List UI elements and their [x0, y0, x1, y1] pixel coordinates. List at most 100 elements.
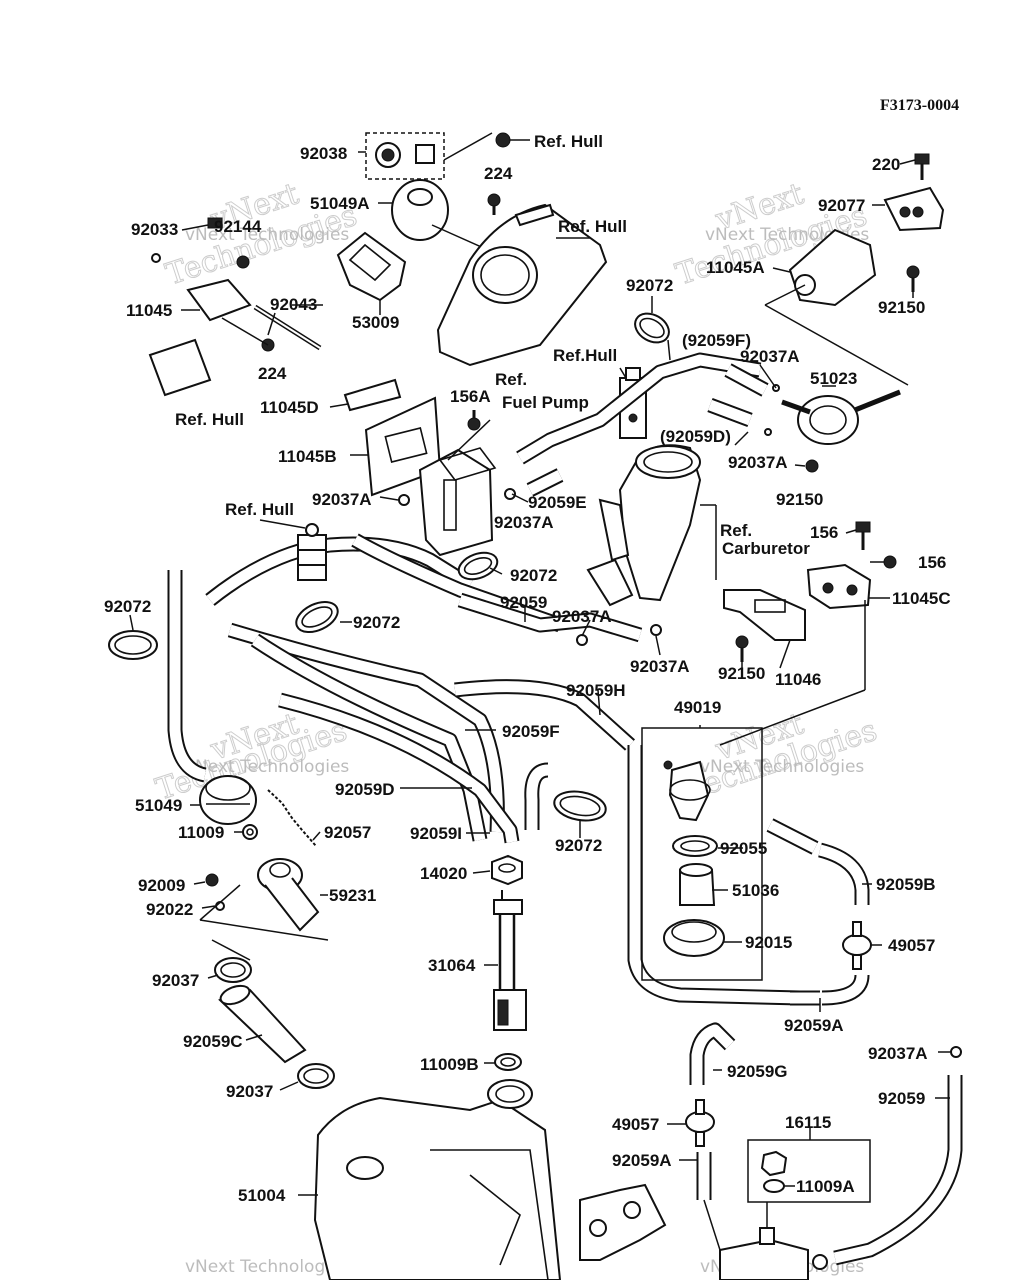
callout-ref-hull: Ref.Hull [553, 346, 617, 365]
callout-92059G: 92059G [727, 1062, 788, 1081]
callout-92072: 92072 [626, 276, 673, 295]
watermark-small: vNext Technologies [185, 1257, 349, 1277]
callout-ref-hull: Ref. Hull [534, 132, 603, 151]
filler-cap-51049 [199, 775, 317, 847]
gasket-11009B [494, 1053, 522, 1071]
callout-92072: 92072 [555, 836, 602, 855]
callout-ref-hull: Ref. Hull [175, 410, 244, 429]
callout-59231: 59231 [329, 886, 376, 905]
callout-92037A: 92037A [728, 453, 788, 472]
callout-92144: 92144 [214, 217, 262, 236]
callout-49019: 49019 [674, 698, 721, 717]
callout-92037A: 92037A [868, 1044, 928, 1063]
hose-bundle [167, 352, 963, 1266]
bracket-53009 [336, 231, 407, 315]
callout-92059B: 92059B [876, 875, 936, 894]
callout-11046: 11046 [775, 670, 821, 689]
bolt-224-top [487, 193, 501, 215]
callout-220: 220 [872, 155, 900, 174]
callout-92059D-paren: (92059D) [660, 427, 731, 446]
callout-92077: 92077 [818, 196, 865, 215]
callout-92037A: 92037A [740, 347, 800, 366]
callout-ref-carburetor: Carburetor [722, 539, 810, 558]
watermark-small: vNext Technologies [700, 757, 864, 777]
callout-92059F-paren: (92059F) [682, 331, 751, 350]
callout-labels: 92038 Ref. Hull 224 51049A Ref. Hull 920… [104, 132, 951, 1205]
callout-11045C: 11045C [892, 589, 951, 608]
bracket-11045C-group [719, 521, 897, 746]
callout-11045D: 11045D [260, 398, 319, 417]
callout-ref-carburetor: Ref. [720, 521, 752, 540]
callout-92059: 92059 [878, 1089, 925, 1108]
callout-92072: 92072 [104, 597, 151, 616]
hull-clamp [297, 523, 327, 581]
fuel-pump-group [343, 378, 497, 557]
callout-92037A: 92037A [494, 513, 554, 532]
callout-224: 224 [258, 364, 287, 383]
callout-92059A: 92059A [612, 1151, 672, 1170]
callout-ref-hull: Ref. Hull [558, 217, 627, 236]
callout-92150: 92150 [776, 490, 823, 509]
clamp-92072-top [634, 312, 670, 344]
callout-92150: 92150 [878, 298, 925, 317]
fuel-gauge-31064 [484, 890, 527, 1031]
callout-92033: 92033 [131, 220, 178, 239]
part-51049A-cap [378, 179, 489, 251]
callout-156: 156 [918, 553, 946, 572]
callout-31064: 31064 [428, 956, 476, 975]
callout-92009: 92009 [138, 876, 185, 895]
callout-92059F: 92059F [502, 722, 560, 741]
carburetor [586, 444, 717, 607]
callout-11045B: 11045B [278, 447, 337, 466]
bracket-11045 [148, 217, 322, 397]
callout-92059C: 92059C [183, 1032, 243, 1051]
callout-156: 156 [810, 523, 838, 542]
hull-cover [436, 203, 608, 367]
callout-92037: 92037 [152, 971, 199, 990]
callout-51023: 51023 [810, 369, 857, 388]
callout-92037: 92037 [226, 1082, 273, 1101]
callout-92059H: 92059H [566, 681, 626, 700]
fuel-valve-16115-group [579, 1139, 871, 1280]
callout-14020: 14020 [420, 864, 467, 883]
clamp-92037-lower [297, 1063, 335, 1089]
clamp-92037-upper [214, 957, 252, 983]
callout-53009: 53009 [352, 313, 399, 332]
callout-156A: 156A [450, 387, 491, 406]
callout-ref-fuel-pump: Fuel Pump [502, 393, 589, 412]
leader-lines [129, 159, 950, 1187]
filler-neck-59231 [199, 858, 329, 961]
callout-92037A: 92037A [552, 607, 612, 626]
fuel-tank-51004 [298, 1079, 562, 1280]
callout-92055: 92055 [720, 839, 767, 858]
callout-51004: 51004 [238, 1186, 286, 1205]
callout-11045: 11045 [126, 301, 172, 320]
watermark-small: vNext Technologies [185, 225, 349, 245]
check-valve-49057-right [842, 921, 872, 970]
callout-92037A: 92037A [630, 657, 690, 676]
fuel-filter-51023 [764, 384, 901, 473]
check-valve-49057-lower [685, 1099, 715, 1147]
hose-92059C [218, 984, 307, 1064]
callout-49057: 49057 [888, 936, 935, 955]
callout-92072: 92072 [510, 566, 557, 585]
callout-51036: 51036 [732, 881, 779, 900]
callout-92043: 92043 [270, 295, 317, 314]
callout-92059I: 92059I [410, 824, 462, 843]
callout-92022: 92022 [146, 900, 193, 919]
callout-92059: 92059 [500, 593, 547, 612]
bracket-11045A-group [764, 153, 945, 386]
callout-11009A: 11009A [796, 1177, 855, 1196]
callout-92059A: 92059A [784, 1016, 844, 1035]
callout-11045A: 11045A [706, 258, 765, 277]
strainer-group-49019 [641, 725, 763, 981]
callout-92057: 92057 [324, 823, 371, 842]
callout-51049A: 51049A [310, 194, 370, 213]
callout-ref-hull: Ref. Hull [225, 500, 294, 519]
callout-ref-fuel-pump: Ref. [495, 370, 527, 389]
callout-92037A: 92037A [312, 490, 372, 509]
diagram-code: F3173-0004 [880, 97, 959, 114]
callout-224: 224 [484, 164, 513, 183]
callout-11009B: 11009B [420, 1055, 479, 1074]
